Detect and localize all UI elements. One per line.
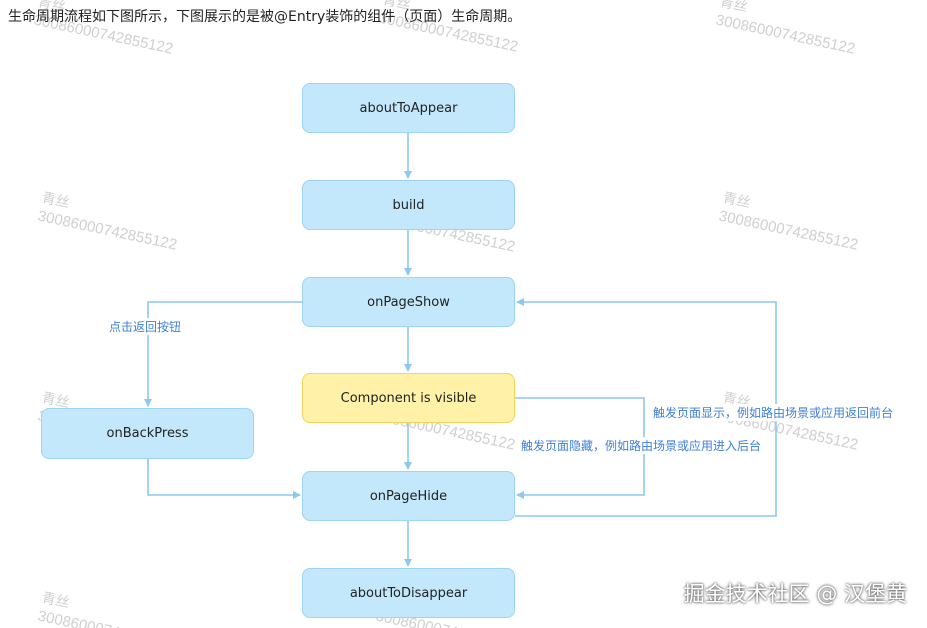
- node-on-page-show: onPageShow: [302, 277, 515, 327]
- edge-label-page-shown: 触发页面显示，例如路由场景或应用返回前台: [652, 404, 895, 421]
- node-on-back-press: onBackPress: [41, 408, 254, 459]
- node-about-to-appear: aboutToAppear: [302, 83, 515, 133]
- edge-backpress-to-hide: [147, 459, 301, 499]
- node-about-to-disappear: aboutToDisappear: [302, 568, 515, 618]
- edge-label-page-hidden: 触发页面隐藏，例如路由场景或应用进入后台: [520, 437, 763, 454]
- credit-watermark: 掘金技术社区 @ 汉堡黄: [683, 582, 907, 606]
- node-build: build: [302, 180, 515, 230]
- edge-label-back-button: 点击返回按钮: [108, 318, 183, 335]
- header-text: 生命周期流程如下图所示，下图展示的是被@Entry装饰的组件（页面）生命周期。: [8, 9, 522, 25]
- edge-show-to-backpress: [144, 301, 302, 407]
- node-component-visible: Component is visible: [302, 373, 515, 423]
- node-on-page-hide: onPageHide: [302, 471, 515, 521]
